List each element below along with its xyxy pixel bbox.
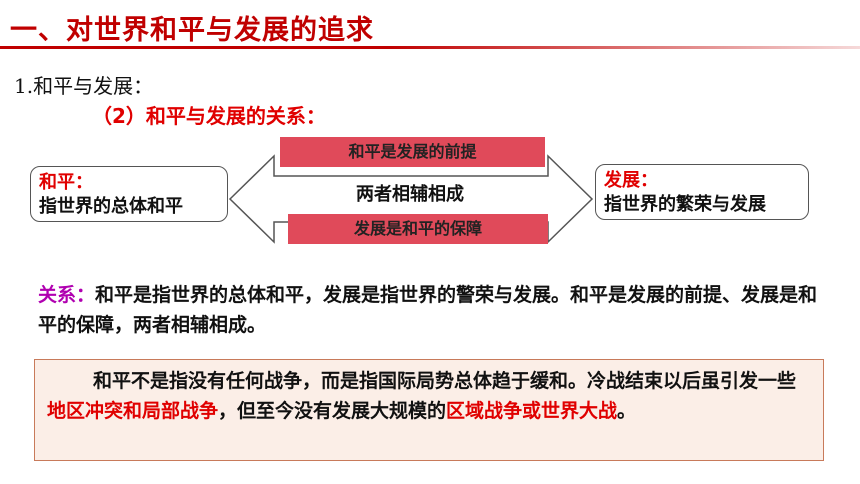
slide-header: 一、对世界和平与发展的追求	[0, 0, 860, 52]
header-divider	[0, 46, 860, 49]
peace-desc: 指世界的总体和平	[39, 196, 183, 217]
guarantee-band: 发展是和平的保障	[288, 214, 548, 244]
section-title: 1.和平与发展：	[14, 74, 154, 98]
relation-text: 和平是指世界的总体和平，发展是指世界的警荣与发展。和平是发展的前提、发展是和平的…	[38, 284, 818, 336]
peace-label: 和平：	[39, 172, 93, 193]
note-highlight-1: 地区冲突和局部战争	[47, 400, 219, 422]
relation-label: 关系：	[38, 284, 96, 306]
peace-box: 和平： 指世界的总体和平	[30, 166, 228, 222]
note-text-2: ，但至今没有发展大规模的	[218, 400, 447, 422]
note-text-3: 。	[617, 400, 637, 422]
note-text-1: 和平不是指没有任何战争，而是指国际局势总体趋于缓和。冷战结束以后虽引发一些	[93, 370, 797, 392]
mutual-text: 两者相辅相成	[356, 184, 464, 205]
subsection-title: （2）和平与发展的关系：	[92, 104, 326, 128]
development-label: 发展：	[604, 170, 658, 191]
relation-paragraph: 关系：和平是指世界的总体和平，发展是指世界的警荣与发展。和平是发展的前提、发展是…	[38, 280, 828, 340]
note-box: 和平不是指没有任何战争，而是指国际局势总体趋于缓和。冷战结束以后虽引发一些地区冲…	[34, 359, 824, 461]
note-highlight-2: 区域战争或世界大战	[446, 400, 618, 422]
development-desc: 指世界的繁荣与发展	[604, 194, 766, 215]
development-box: 发展： 指世界的繁荣与发展	[595, 164, 809, 220]
page-title: 一、对世界和平与发展的追求	[10, 15, 374, 46]
premise-band: 和平是发展的前提	[280, 137, 545, 167]
